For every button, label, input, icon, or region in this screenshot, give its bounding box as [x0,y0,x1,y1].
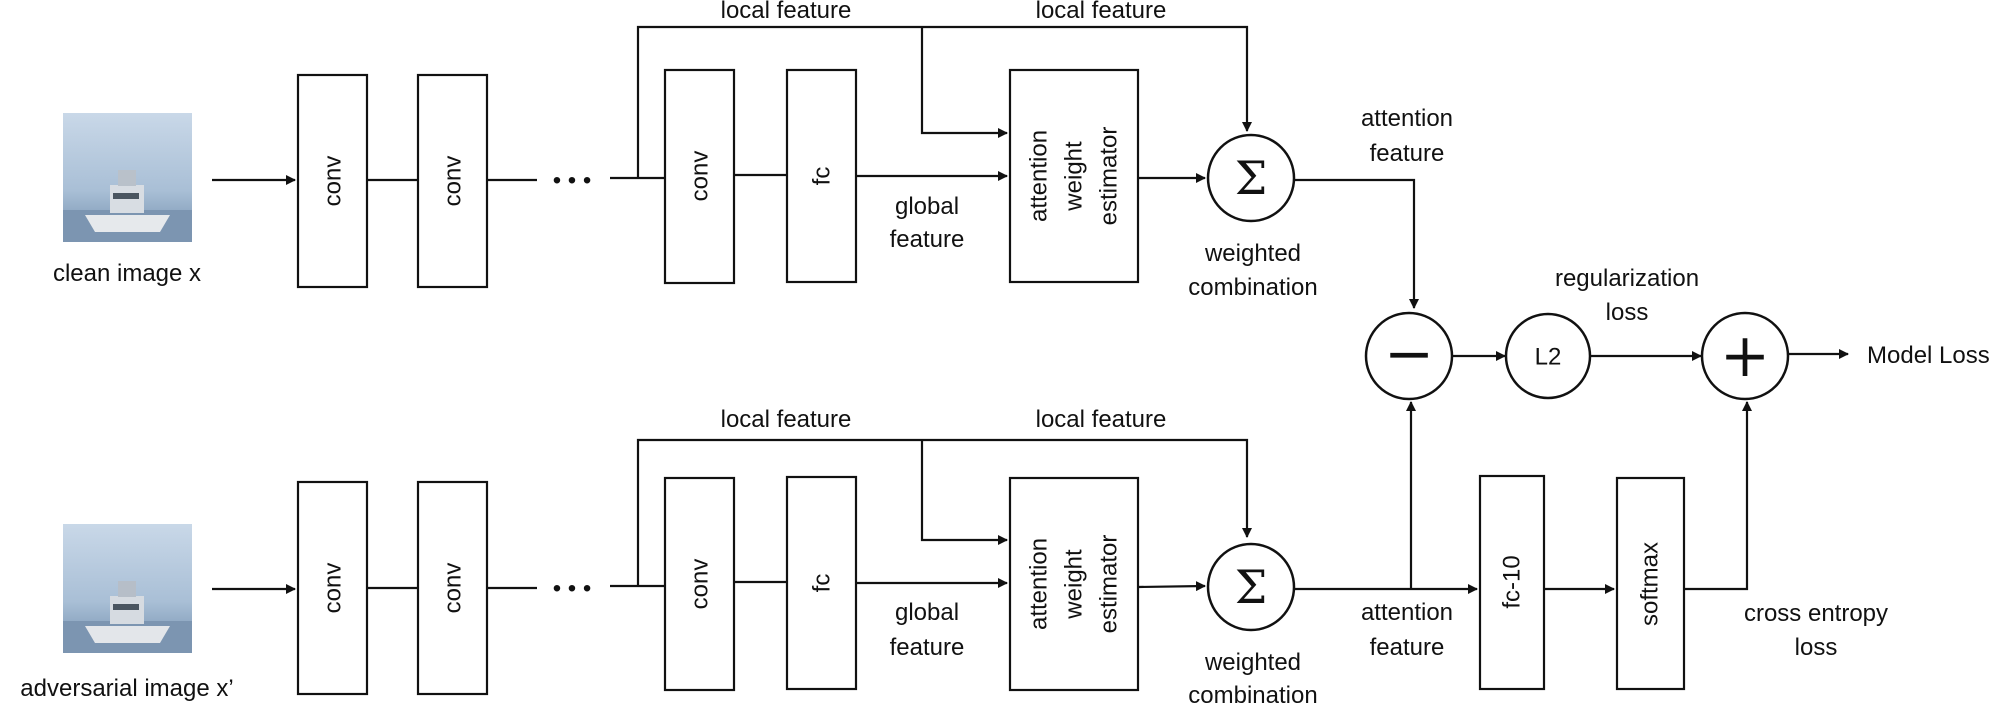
fc-block [785,475,858,691]
estimator-label-line2: weight [1061,141,1088,212]
ellipsis: • • • [553,167,592,194]
global-feature-label-line1: global [895,599,959,626]
plus-symbol: + [1720,321,1770,391]
clean-image-thumbnail [63,113,192,242]
ellipsis: • • • [553,575,592,602]
local-feature-label: local feature [1036,406,1167,433]
fc-10-block [1478,474,1546,691]
estimator-label-line2: weight [1061,549,1088,620]
estimator-label-line3: estimator [1096,535,1123,634]
conv-label: conv [440,156,467,207]
conv-block-3 [663,476,736,692]
conv-label: conv [687,151,714,202]
conv-label: conv [440,563,467,614]
estimator-label-line1: attention [1026,130,1053,222]
softmax-label: softmax [1637,542,1664,626]
conv-block-2 [416,480,489,696]
sigma-symbol: Σ [1235,560,1268,614]
fc-block [785,68,858,284]
sigma-symbol: Σ [1235,151,1268,205]
regularization-loss-line2: loss [1606,299,1649,326]
softmax-block [1615,476,1686,691]
fc-10-label: fc-10 [1499,555,1526,608]
local-feature-line-to-sum [636,25,1252,178]
weighted-combination-line2: combination [1188,274,1317,301]
attention-feature-arrow-top [1294,178,1419,309]
attention-weight-estimator [1008,476,1140,692]
weighted-sum-node [1206,542,1296,632]
attention-feature-line2: feature [1370,140,1445,167]
local-feature-label: local feature [721,0,852,24]
weighted-combination-line1: weighted [1204,240,1301,267]
model-loss-label: Model Loss [1867,342,1990,369]
conv-block-2 [416,73,489,289]
attention-weight-estimator [1008,68,1140,284]
weighted-sum-node [1206,133,1296,223]
regularization-loss-line1: regularization [1555,265,1699,292]
conv-label: conv [687,559,714,610]
weighted-combination-line1: weighted [1204,649,1301,676]
conv-label: conv [320,156,347,207]
local-feature-line-to-sum [636,438,1252,586]
sum-node [1700,311,1790,401]
conv-block-3 [663,68,736,285]
estimator-label-line1: attention [1026,538,1053,630]
adversarial-image-label: adversarial image x’ [20,675,233,702]
global-feature-label-line2: feature [890,226,965,253]
attention-feature-line1: attention [1361,105,1453,132]
adversarial-image-thumbnail [63,524,192,653]
local-feature-label: local feature [1036,0,1167,24]
cross-entropy-line1: cross entropy [1744,600,1888,627]
global-feature-label-line2: feature [890,634,965,661]
adversarial-branch: adversarial image x’ conv conv • • • loc… [20,401,1888,705]
l2-label: L2 [1535,344,1562,371]
local-feature-label: local feature [721,406,852,433]
attention-feature-line2: feature [1370,634,1445,661]
fc-label: fc [809,574,836,593]
conv-label: conv [320,563,347,614]
clean-branch: clean image x conv conv • • • local feat… [53,0,1453,309]
minus-symbol: − [1384,319,1434,389]
fc-label: fc [809,167,836,186]
weighted-combination-line2: combination [1188,682,1317,705]
cross-entropy-line2: loss [1795,634,1838,661]
clean-image-label: clean image x [53,260,201,287]
local-feature-line-to-estimator [920,440,1008,545]
loss-section: − L2 regularization loss + Model Loss [1364,265,1990,401]
attention-feature-line1: attention [1361,599,1453,626]
estimator-label-line3: estimator [1096,127,1123,226]
cross-entropy-loss-arrow [1684,401,1752,591]
local-feature-line-to-estimator [920,27,1008,138]
global-feature-label-line1: global [895,193,959,220]
